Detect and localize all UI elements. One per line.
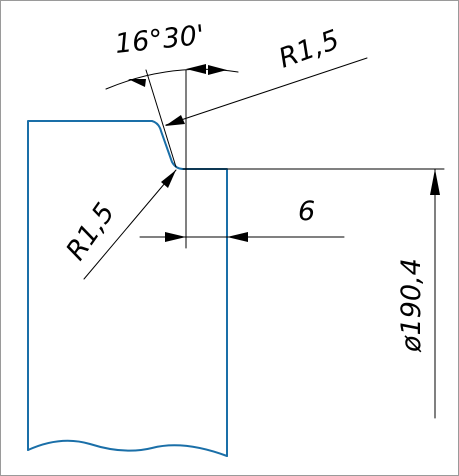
part-profile — [27, 120, 228, 457]
break-line — [27, 439, 228, 457]
part-outline — [27, 120, 228, 457]
arrowheads — [128, 64, 440, 242]
radius-top-arrow — [165, 115, 185, 126]
dimension-lines — [83, 57, 445, 419]
angle-arrow-right — [186, 64, 206, 74]
angle-label: 16°30' — [113, 20, 205, 60]
diameter-arrow-top — [430, 169, 440, 195]
angle-arrow-right-outer — [208, 65, 227, 75]
angle-arrow-left — [128, 79, 146, 87]
radius-top-label: R1,5 — [275, 24, 344, 74]
diameter-label: ø190,4 — [396, 258, 427, 353]
dimension-labels: 16°30' R1,5 R1,5 6 ø190,4 — [60, 20, 427, 353]
length-label: 6 — [298, 196, 315, 227]
length-arrow-right — [227, 232, 248, 242]
radius-bottom-arrow — [161, 170, 176, 188]
angle-witness-line — [145, 69, 177, 168]
radius-bottom-leader — [83, 169, 177, 280]
radius-top-leader — [165, 57, 368, 126]
length-arrow-left — [165, 232, 186, 242]
radius-bottom-label: R1,5 — [60, 198, 121, 266]
